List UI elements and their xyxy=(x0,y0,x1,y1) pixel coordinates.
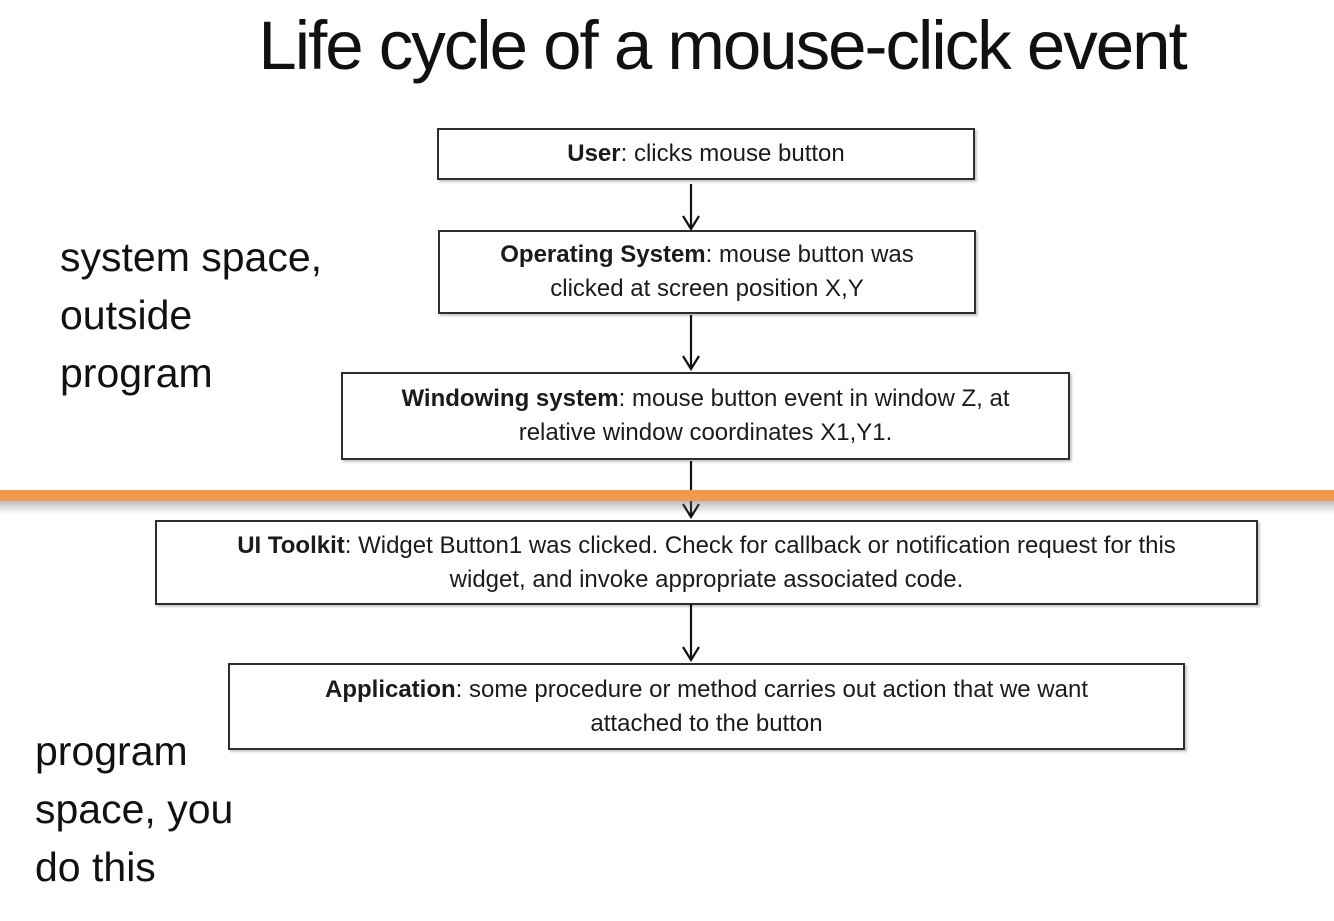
flow-box-application: Application: some procedure or method ca… xyxy=(228,663,1185,750)
flow-box-os-line1: Operating System: mouse button was xyxy=(440,238,974,272)
flow-box-user-line1: User: clicks mouse button xyxy=(439,137,973,171)
flow-box-ui-toolkit: UI Toolkit: Widget Button1 was clicked. … xyxy=(155,520,1258,605)
arrow-down-icon xyxy=(679,461,703,520)
flow-box-os-line2: clicked at screen position X,Y xyxy=(550,275,864,302)
flow-box-user: User: clicks mouse button xyxy=(437,128,975,180)
flow-box-toolkit-text: : Widget Button1 was clicked. Check for … xyxy=(344,531,1176,559)
arrow-down-icon xyxy=(679,184,703,232)
flow-box-application-line2: attached to the button xyxy=(590,709,823,737)
flow-box-user-text: : clicks mouse button xyxy=(620,140,845,167)
flow-box-application-line1: Application: some procedure or method ca… xyxy=(230,673,1183,707)
flow-box-os-text: : mouse button was xyxy=(705,241,914,268)
flow-box-toolkit-term: UI Toolkit xyxy=(237,531,345,559)
flow-box-application-term: Application xyxy=(325,675,456,703)
flow-box-os-term: Operating System xyxy=(500,241,706,268)
page-title: Life cycle of a mouse-click event xyxy=(258,7,1187,84)
arrow-down-icon xyxy=(679,604,703,663)
space-divider-line xyxy=(0,490,1334,514)
flow-box-user-term: User xyxy=(567,140,621,167)
arrow-down-icon xyxy=(679,315,703,372)
flow-box-window-line1: Windowing system: mouse button event in … xyxy=(343,382,1068,416)
flow-box-window-term: Windowing system xyxy=(401,385,619,412)
flow-box-toolkit-line1: UI Toolkit: Widget Button1 was clicked. … xyxy=(157,529,1256,563)
label-system-space: system space, outside program xyxy=(60,234,323,396)
flow-box-window-text: : mouse button event in window Z, at xyxy=(618,385,1010,412)
flow-box-operating-system: Operating System: mouse button was click… xyxy=(438,230,976,314)
flow-box-windowing-system: Windowing system: mouse button event in … xyxy=(341,372,1070,460)
label-program-space: program space, you do this xyxy=(35,728,234,890)
flow-box-window-line2: relative window coordinates X1,Y1. xyxy=(518,419,893,446)
flow-box-toolkit-line2: widget, and invoke appropriate associate… xyxy=(449,565,964,593)
flow-box-application-text: : some procedure or method carries out a… xyxy=(455,675,1088,703)
